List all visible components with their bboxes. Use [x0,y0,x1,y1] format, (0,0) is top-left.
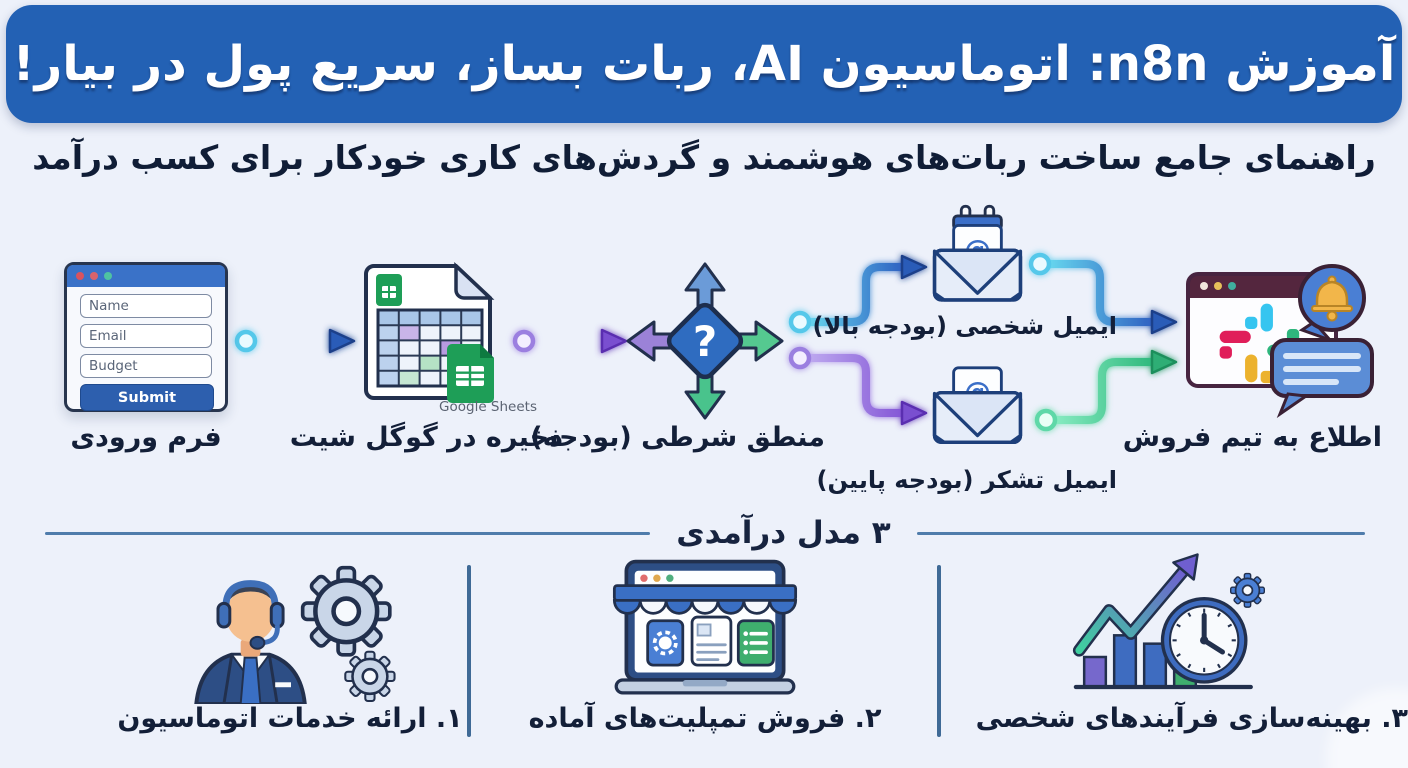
store-awning [612,584,798,615]
window-dot-orange-icon [653,574,661,582]
email-field[interactable]: Email [80,324,212,348]
window-dot-green-icon [666,574,674,582]
template-file-list-icon [736,619,775,667]
budget-field[interactable]: Budget [80,354,212,378]
sheets-node-label: ذخیره در گوگل شیت [289,422,563,453]
google-sheets-caption: Google Sheets [439,399,537,415]
sheets-node [364,261,495,403]
form-body: Name Email Budget Submit [67,287,225,411]
notify-node-label: اطلاع به تیم فروش [1122,422,1382,453]
notify-node [1186,264,1374,418]
arrow-condition-to-email-low [796,354,906,417]
revenue-item-2-label: ۲. فروش تمپلیت‌های آماده [528,703,882,734]
revenue-section-header: ۳ مدل درآمدی [45,515,1365,551]
revenue-item-1-label: ۱. ارائه خدمات اتوماسیون [117,703,463,734]
window-dot-yellow-icon [1214,282,1222,290]
growth-arrow-icon [1072,553,1199,657]
vertical-divider-2 [937,565,941,737]
template-store-icon [612,559,798,695]
divider-line-right [916,531,1365,535]
support-agent-icon [194,580,307,704]
revenue-heading: ۳ مدل درآمدی [676,515,891,551]
page-fold-corner [454,261,495,300]
condition-node: ? [626,262,784,420]
question-mark-icon: ? [693,317,717,366]
gear-small-icon [344,650,396,703]
sheets-small-icon [376,274,402,306]
header-banner: آموزش n8n: اتوماسیون AI، ربات بساز، سریع… [6,5,1402,123]
page-subtitle: راهنمای جامع ساخت ربات‌های هوشمند و گردش… [32,138,1376,177]
page-title: آموزش n8n: اتوماسیون AI، ربات بساز، سریع… [12,36,1396,92]
email-high-node: @ [932,204,1023,302]
email-high-label: ایمیل شخصی (بودجه بالا) [812,312,1118,340]
arrow-email-low-to-notify [1042,358,1156,424]
condition-node-label: منطق شرطی (بودجه) [530,422,825,453]
revenue-item-3-label: ۳. بهینه‌سازی فرآیندهای شخصی [975,703,1408,734]
window-dot-white-icon [1200,282,1208,290]
template-file-doc-icon [690,615,733,667]
form-node: Name Email Budget Submit [64,262,228,412]
automation-services-icon [194,556,396,704]
gear-small-icon [1229,572,1266,609]
window-dot-red-icon [76,272,84,280]
google-sheets-icon [447,344,494,403]
email-low-node: @ [932,366,1023,444]
window-dot-red-icon [640,574,648,582]
form-window-titlebar [67,265,225,287]
divider-line-left [45,531,651,535]
gear-large-icon [303,568,390,655]
email-low-label: ایمیل تشکر (بودجه پایین) [816,466,1117,494]
window-dot-pink-icon [90,272,98,280]
optimization-icon [1072,553,1266,690]
window-dot-teal-icon [1228,282,1236,290]
clock-icon [1160,597,1248,684]
vertical-divider-1 [467,565,471,737]
window-dot-teal-icon [104,272,112,280]
chat-bubble-icon [1270,338,1374,418]
name-field[interactable]: Name [80,294,212,318]
notification-bell-icon [1298,264,1366,342]
template-file-gear-icon [646,619,685,667]
form-node-label: فرم ورودی [70,422,222,453]
condition-diamond [666,302,744,380]
submit-button[interactable]: Submit [80,384,214,411]
